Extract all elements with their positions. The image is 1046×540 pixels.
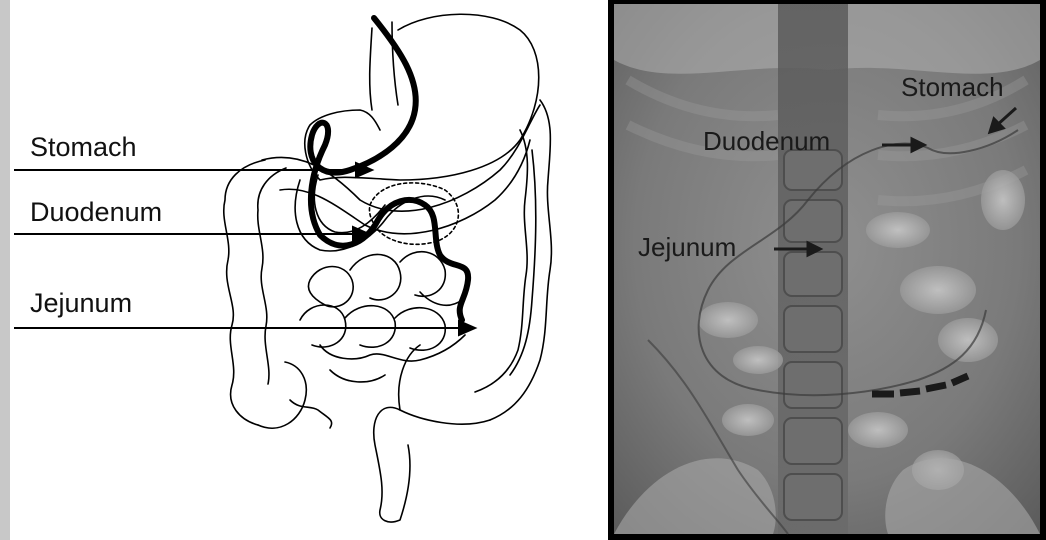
small-intestine-loop	[345, 306, 395, 348]
descending-colon-outline	[510, 150, 536, 375]
jejunum-arrowhead	[459, 321, 475, 335]
esophagus-outline	[392, 22, 398, 105]
small-intestine-loop	[350, 254, 401, 299]
stomach-outline	[305, 14, 539, 180]
vertebrae	[784, 150, 842, 520]
label-jejunum: Jejunum	[30, 288, 132, 318]
anatomy-drawing	[0, 0, 600, 540]
small-intestine-loop	[300, 305, 346, 347]
cecum-outline	[258, 362, 306, 428]
xray-image-panel: Stomach Duodenum Jejunum	[608, 0, 1046, 540]
ascending-colon-outline	[258, 168, 286, 384]
appendix-outline	[290, 400, 332, 428]
small-intestine-loop	[308, 267, 353, 307]
transverse-colon-outline	[280, 140, 530, 234]
small-intestine-loop	[330, 370, 385, 382]
transverse-colon-outline	[262, 105, 540, 211]
descending-colon-outline	[490, 100, 551, 420]
rectum-outline	[399, 345, 420, 410]
sigmoid-colon-outline	[374, 407, 490, 522]
xray-label-duodenum: Duodenum	[703, 126, 830, 156]
esophagus-outline	[370, 28, 372, 110]
xray-label-stomach: Stomach	[901, 72, 1004, 102]
anatomy-illustration-panel: Stomach Duodenum Jejunum	[0, 0, 600, 540]
xray-label-jejunum: Jejunum	[638, 232, 736, 262]
small-intestine-loop	[400, 252, 445, 297]
label-duodenum: Duodenum	[30, 197, 162, 227]
small-intestine-loop	[420, 292, 462, 305]
label-stomach: Stomach	[30, 132, 137, 162]
